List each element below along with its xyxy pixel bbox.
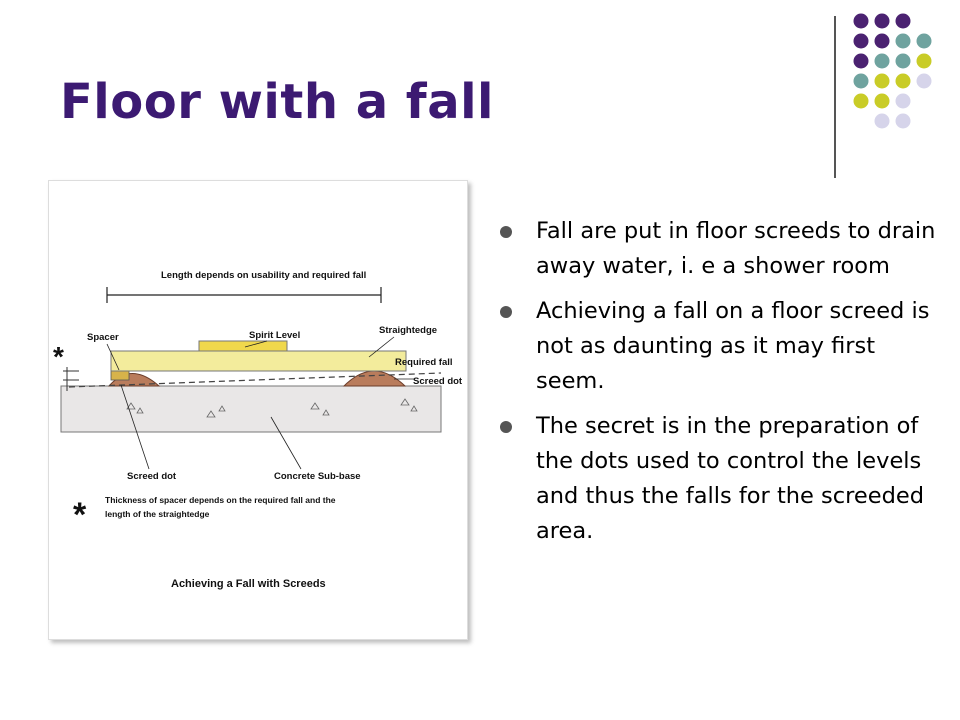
straightedge-leader: [368, 336, 395, 358]
decorative-dot: [895, 113, 911, 129]
note-line-2: length of the straightedge: [105, 509, 210, 519]
required-fall-label: Required fall: [395, 357, 453, 368]
decorative-dot: [895, 73, 911, 89]
decorative-dot: [853, 93, 869, 109]
decorative-dot: [874, 113, 890, 129]
decorative-dot: [874, 73, 890, 89]
bullet-item-3: The secret is in the preparation of the …: [500, 409, 950, 549]
spirit-level-leader: [244, 340, 268, 348]
decorative-dot: [874, 13, 890, 29]
screed-fall-diagram: Length depends on usability and required…: [48, 180, 468, 640]
decorative-dot: [874, 53, 890, 69]
concrete-sub-base: [60, 385, 442, 433]
bullet-dot-icon: [500, 421, 512, 433]
bullet-dot-icon: [500, 226, 512, 238]
bullet-dot-icon: [500, 306, 512, 318]
spacer-label: Spacer: [87, 332, 119, 343]
required-fall-line: [68, 372, 442, 388]
asterisk-top: *: [53, 341, 64, 372]
screed-dot-right: [342, 370, 407, 387]
decorative-dot: [853, 73, 869, 89]
screed-dot-left-leader: [120, 384, 150, 470]
decorative-dot: [895, 93, 911, 109]
bullet-text-3: The secret is in the preparation of the …: [536, 413, 924, 544]
spacer-leader: [106, 343, 120, 371]
decorative-dot: [916, 33, 932, 49]
decorative-dot: [853, 53, 869, 69]
bullet-text-2: Achieving a fall on a floor screed is no…: [536, 298, 930, 394]
straightedge-label: Straightedge: [379, 325, 437, 336]
diagram-caption: Achieving a Fall with Screeds: [171, 578, 326, 590]
decorative-dot-grid: [853, 13, 932, 129]
decorative-dot: [916, 73, 932, 89]
bullet-text-1: Fall are put in floor screeds to drain a…: [536, 218, 936, 279]
decorative-dot: [853, 13, 869, 29]
decorative-dot: [895, 13, 911, 29]
decorative-divider: [834, 16, 836, 178]
decorative-dot: [874, 93, 890, 109]
decorative-dot: [874, 33, 890, 49]
decorative-dot: [916, 53, 932, 69]
decorative-dot: [895, 53, 911, 69]
spirit-level-bar: [198, 340, 288, 352]
bullet-item-1: Fall are put in floor screeds to drain a…: [500, 214, 950, 284]
spirit-level-label: Spirit Level: [249, 330, 300, 341]
bullet-item-2: Achieving a fall on a floor screed is no…: [500, 294, 950, 399]
asterisk-bottom: *: [73, 496, 87, 534]
length-label: Length depends on usability and required…: [161, 270, 366, 281]
concrete-label: Concrete Sub-base: [274, 471, 361, 482]
concrete-leader: [270, 416, 302, 470]
straightedge-bar: [110, 350, 407, 372]
screed-dot-right-label: Screed dot: [413, 376, 463, 387]
slide-title: Floor with a fall: [60, 74, 494, 130]
screed-dot-left-label: Screed dot: [127, 471, 177, 482]
spacer-block: [110, 370, 130, 381]
note-line-1: Thickness of spacer depends on the requi…: [105, 495, 336, 505]
decorative-dot: [895, 33, 911, 49]
decorative-dot: [853, 33, 869, 49]
bullet-list: Fall are put in floor screeds to drain a…: [500, 214, 950, 559]
